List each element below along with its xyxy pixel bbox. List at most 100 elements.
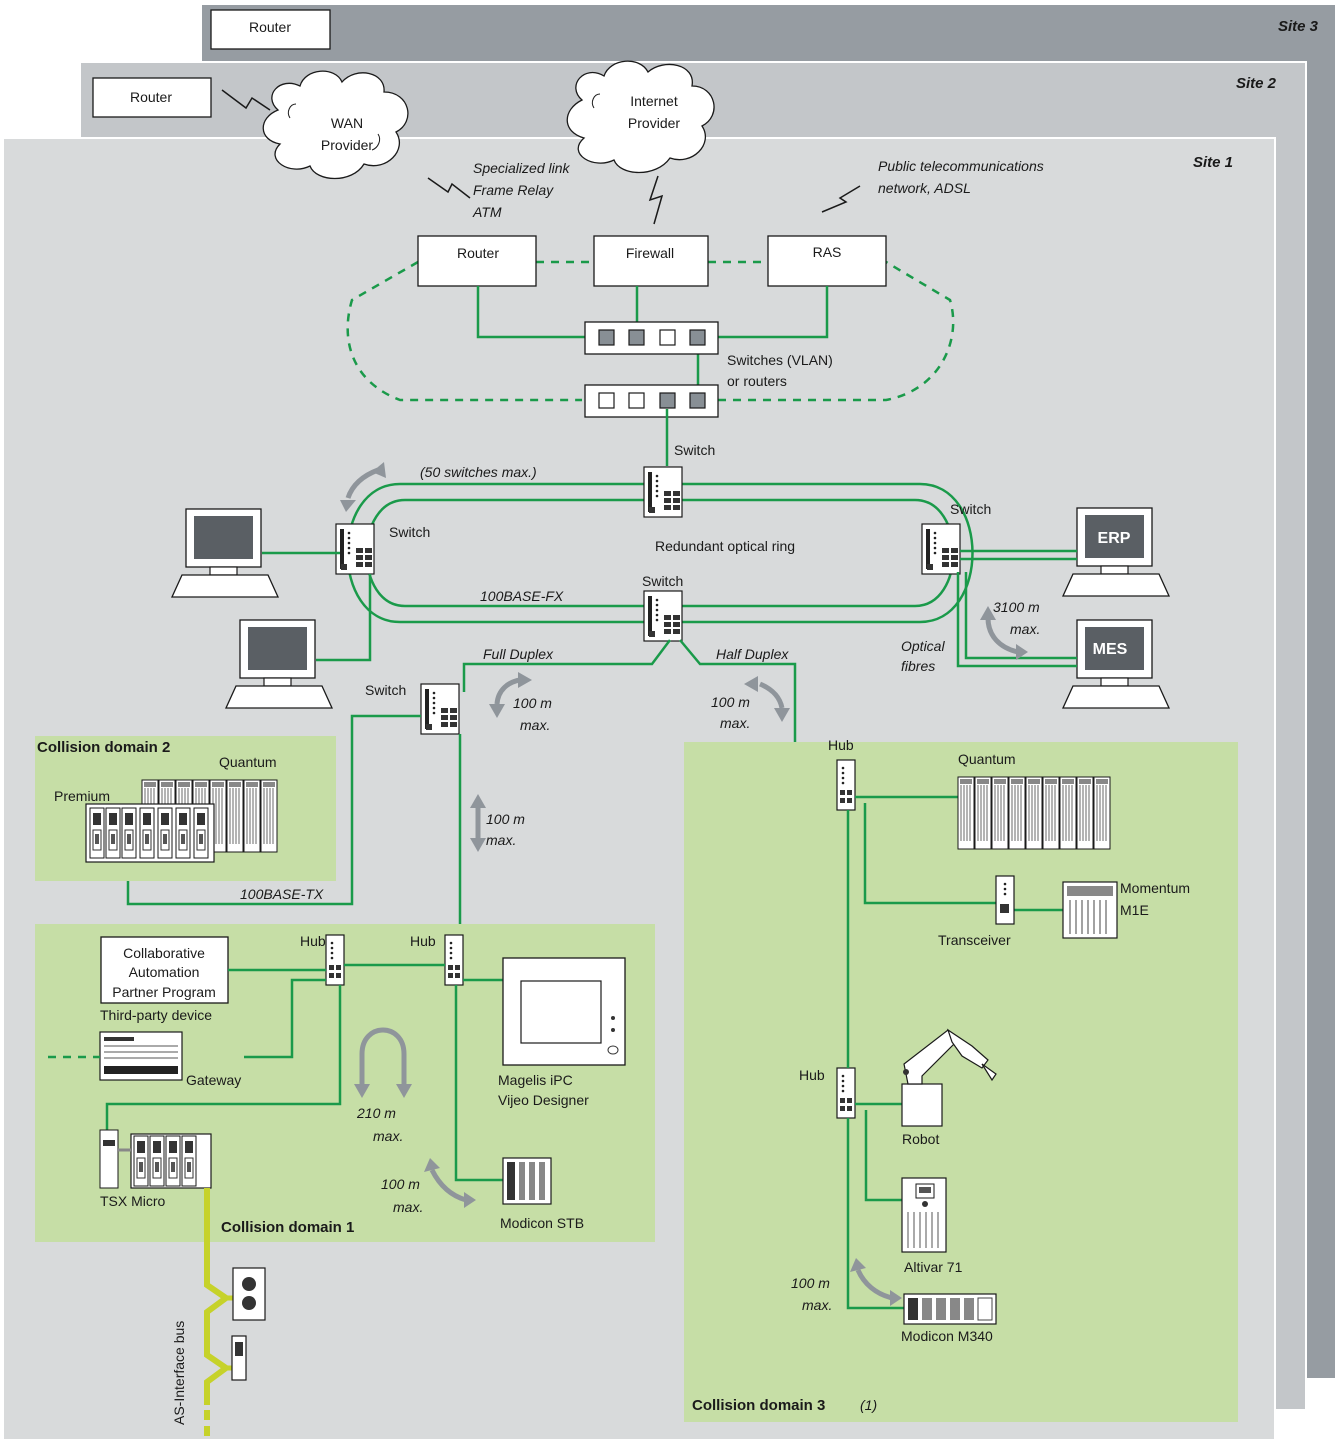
altivar-71-drive[interactable] [901,1177,947,1253]
dist-100a-head-1 [489,704,505,718]
gateway-device[interactable] [99,1031,183,1081]
domain3-hub1-label: Hub [828,737,854,753]
site1-label: Site 1 [1193,154,1233,171]
stb-label: Modicon STB [500,1215,584,1231]
internet-cloud-icon [566,60,715,173]
domain3-hub2-label: Hub [799,1067,825,1083]
max-switches-label: (50 switches max.) [420,464,537,480]
premium-plc[interactable] [85,803,215,863]
as-sensor-device[interactable] [231,1335,247,1381]
ras-to-switch-link [698,286,829,339]
magelis-line2: Vijeo Designer [498,1092,589,1108]
quantum-rack-domain3[interactable] [957,776,1111,850]
ring-switch-left-label: Switch [389,524,430,540]
site3-router-label: Router [249,19,291,35]
as-pushbutton-station[interactable] [232,1267,266,1321]
lower-switch-label: Switch [365,682,406,698]
optical-fibres-line1: Optical [901,638,945,654]
gateway-to-hub-link [244,978,326,1059]
lower-switch[interactable] [420,683,460,735]
momentum-line1: Momentum [1120,880,1190,896]
domain3-hub-1[interactable] [836,759,856,811]
dist-100b-head-2 [774,708,790,722]
full-duplex-link [462,639,671,692]
magelis-line1: Magelis iPC [498,1072,573,1088]
dist-100e-arrow-icon [855,1268,893,1301]
pc-lower-link [316,574,372,662]
ring-switch-right[interactable] [921,523,961,575]
tsx-micro-plc[interactable] [99,1129,212,1189]
dist-100a-line1: 100 m [513,695,552,711]
vlan-switch-lower[interactable] [584,384,719,418]
modicon-m340[interactable] [903,1293,997,1325]
specialized-link-line1: Specialized link [473,160,570,176]
ring-switch-bottom[interactable] [643,590,683,642]
dist-3100-arrow-head-2 [1016,644,1028,660]
wan-cloud-icon [262,70,409,179]
domain1-title: Collision domain 1 [221,1219,354,1236]
capp-line3: Partner Program [112,984,215,1000]
dist-210-head-2 [396,1084,412,1098]
internet-cloud-line1: Internet [630,93,678,109]
dist-210-line1: 210 m [356,1105,396,1121]
momentum-m1e[interactable] [1062,881,1118,939]
half-duplex-label: Half Duplex [716,646,789,662]
optical-fibres-line2: fibres [901,658,935,674]
transceiver-device[interactable] [995,875,1015,925]
internet-cloud-line2: Provider [628,115,680,131]
hub2-to-stb-link [454,985,503,1182]
gateway-label: Gateway [186,1072,241,1088]
site3-router-box[interactable] [210,9,331,50]
ring-switch-top[interactable] [643,466,683,518]
dist-100b-line1: 100 m [711,694,750,710]
domain3-hub-2[interactable] [836,1067,856,1119]
core-router-box[interactable] [417,235,537,287]
ring-switch-left[interactable] [335,523,375,575]
capp-line2: Automation [129,964,200,980]
router-to-switch-link [476,286,606,339]
fx-label: 100BASE-FX [480,588,564,604]
domain2-quantum-label: Quantum [219,754,277,770]
domain1-hub-2[interactable] [444,934,464,986]
dist-100a-head-2 [518,672,532,688]
specialized-link-line2: Frame Relay [473,182,554,198]
dist-100e-head-1 [850,1258,866,1272]
transceiver-label: Transceiver [938,932,1011,948]
magelis-ipc[interactable] [502,957,626,1066]
dist-100e-line2: max. [802,1297,832,1313]
dist-100e-line1: 100 m [791,1275,830,1291]
public-link-icon [821,185,861,213]
dist-210-head-1 [354,1084,370,1098]
dist-3100-arrow-head-1 [980,606,996,620]
wan-cloud-line2: Provider [321,137,373,153]
capp-box[interactable] [100,936,229,1004]
full-duplex-label: Full Duplex [483,646,554,662]
robot-arm[interactable] [901,1028,997,1127]
as-interface-label: AS-Interface bus [171,1321,187,1425]
dist-3100-line1: 3100 m [993,599,1040,615]
modicon-stb[interactable] [502,1157,552,1205]
domain2-premium-label: Premium [54,788,110,804]
dist-100c-head-2 [470,838,486,852]
switches-vlan-line1: Switches (VLAN) [727,352,833,368]
dist-3100-line2: max. [1010,621,1040,637]
firewall-box[interactable] [593,235,709,287]
dist-100d-line2: max. [393,1199,423,1215]
site2-router-box[interactable] [92,77,212,118]
dist-100c-head-1 [470,794,486,808]
dist-210-arrow-icon [359,1027,407,1084]
hub-to-transceiver-link [863,803,996,905]
ring-label: Redundant optical ring [655,538,795,554]
mes-fibre-2 [964,572,1077,660]
as-interface-bus [204,1188,232,1405]
specialized-link-line3: ATM [472,204,502,220]
hub2-to-m340-link [846,1118,904,1310]
capp-line1: Collaborative [123,945,205,961]
domain1-hub-1[interactable] [325,934,345,986]
site3-label: Site 3 [1278,18,1319,35]
domain1-hub1-label: Hub [300,933,326,949]
mes-fibre-1 [956,572,1077,668]
vlan-switch-upper[interactable] [584,321,719,355]
dist-100d-head-1 [424,1158,440,1172]
